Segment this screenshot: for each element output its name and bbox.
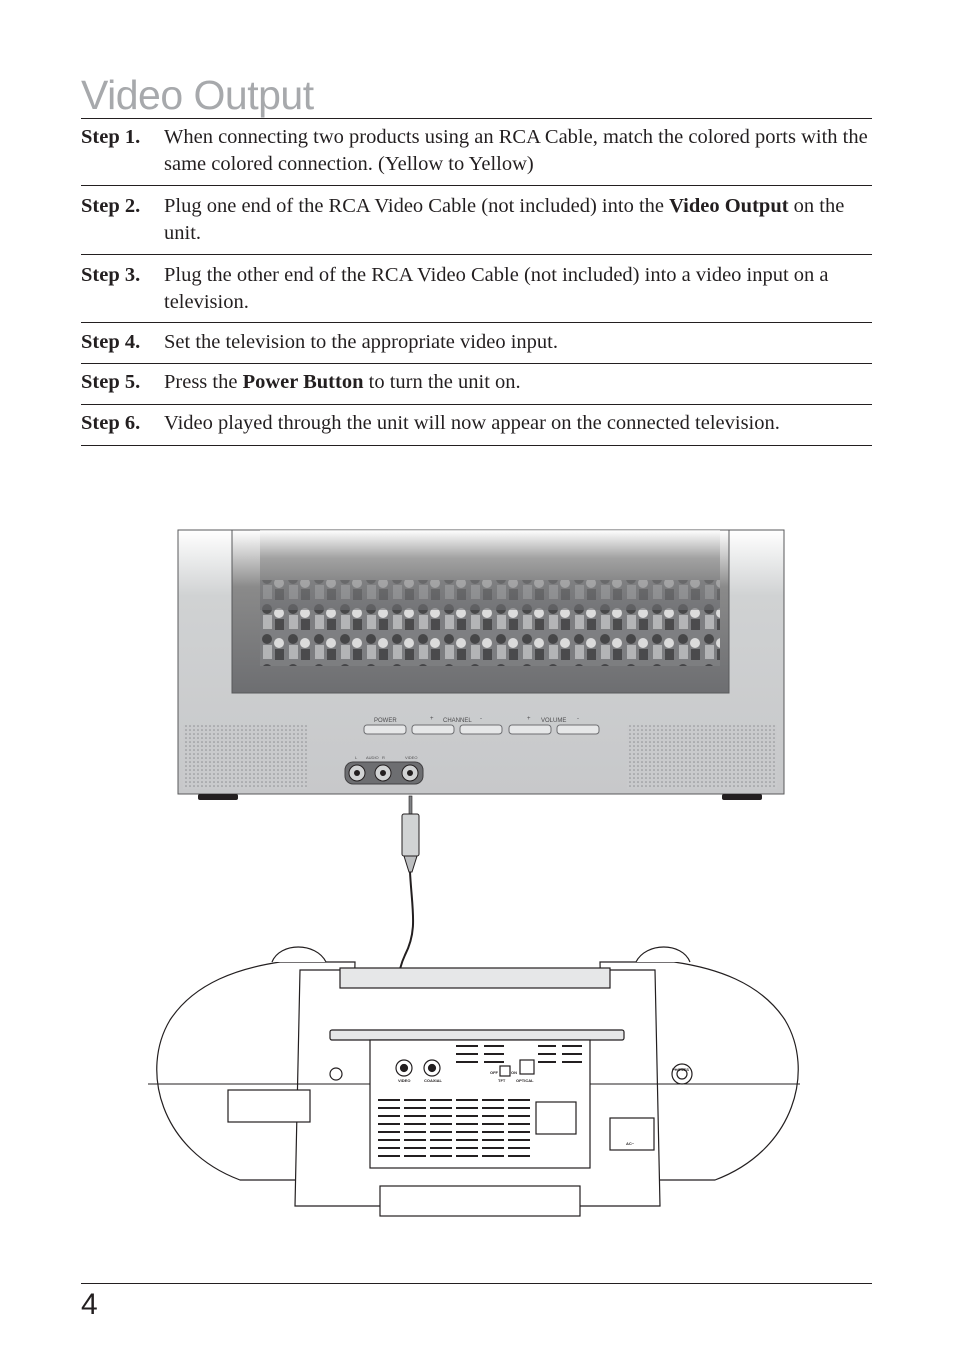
- step-text: Plug one end of the RCA Video Cable (not…: [164, 195, 845, 244]
- tv-power-button: [363, 724, 407, 735]
- title-rule: [81, 118, 872, 119]
- tv-r-label: R: [382, 755, 385, 760]
- step-text: Video played through the unit will now a…: [164, 412, 780, 434]
- steps-list: Step 1. When connecting two products usi…: [81, 118, 872, 446]
- tv-channel-down-button: [459, 724, 503, 735]
- boombox-coaxial-label: COAXIAL: [424, 1078, 443, 1083]
- video-output-term: Video Output: [669, 195, 789, 217]
- step-label: Step 3.: [81, 264, 141, 286]
- page-title: Video Output: [81, 72, 314, 118]
- boombox-on-label: ON: [511, 1070, 517, 1075]
- tv-channel-minus: -: [480, 716, 482, 722]
- step-text: Press the Power Button to turn the unit …: [164, 371, 521, 393]
- boombox-tft-label: TFT: [498, 1078, 506, 1083]
- step-4: Step 4. Set the television to the approp…: [81, 323, 872, 364]
- tv-power-label: POWER: [374, 718, 397, 724]
- step-3: Step 3. Plug the other end of the RCA Vi…: [81, 255, 872, 323]
- step-label: Step 6.: [81, 412, 141, 434]
- boombox: [148, 946, 800, 1217]
- step-text: Set the television to the appropriate vi…: [164, 331, 558, 353]
- boombox-vents: [378, 1045, 582, 1157]
- step-text: When connecting two products using an RC…: [164, 126, 868, 175]
- step-label: Step 5.: [81, 371, 141, 393]
- tv-volume-up-button: [508, 724, 552, 735]
- step-text: Plug the other end of the RCA Video Cabl…: [164, 264, 829, 313]
- step-2: Step 2. Plug one end of the RCA Video Ca…: [81, 186, 872, 255]
- step-6: Step 6. Video played through the unit wi…: [81, 405, 872, 446]
- step-label: Step 4.: [81, 331, 141, 353]
- television: POWER + CHANNEL - + VOLUME - L AUDIO R V…: [177, 529, 785, 800]
- tv-volume-minus: -: [577, 716, 579, 722]
- tv-audio-label: AUDIO: [366, 755, 379, 760]
- tv-video-label: VIDEO: [405, 755, 417, 760]
- step-5: Step 5. Press the Power Button to turn t…: [81, 364, 872, 405]
- boombox-off-label: OFF: [490, 1070, 499, 1075]
- tv-channel-label: CHANNEL: [443, 718, 472, 724]
- page-number: 4: [81, 1288, 98, 1321]
- step-label: Step 1.: [81, 126, 141, 148]
- connection-illustration: POWER + CHANNEL - + VOLUME - L AUDIO R V…: [148, 529, 800, 1217]
- tv-channel-plus: +: [430, 716, 434, 722]
- boombox-phones-label: PHONES: [672, 1067, 689, 1072]
- step-1: Step 1. When connecting two products usi…: [81, 118, 872, 186]
- tv-volume-plus: +: [527, 716, 531, 722]
- power-button-term: Power Button: [242, 371, 364, 393]
- tv-l-label: L: [355, 755, 358, 760]
- boombox-optical-label: OPTICAL: [516, 1078, 534, 1083]
- boombox-video-label: VIDEO: [398, 1078, 410, 1083]
- tv-volume-down-button: [556, 724, 600, 735]
- step-label: Step 2.: [81, 195, 141, 217]
- boombox-ac-label: AC~: [626, 1141, 635, 1146]
- footer-rule: [81, 1283, 872, 1284]
- tv-volume-label: VOLUME: [541, 718, 566, 724]
- tv-channel-up-button: [411, 724, 455, 735]
